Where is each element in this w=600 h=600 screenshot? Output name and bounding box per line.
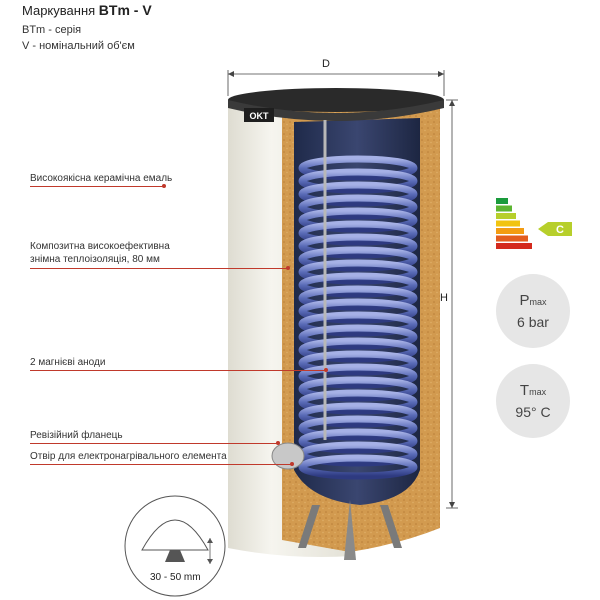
coil-turn (298, 337, 418, 363)
coil-turn (298, 168, 418, 194)
inspection-flange (271, 442, 305, 470)
energy-class-letter: C (556, 224, 564, 236)
coil-turn (298, 363, 418, 389)
tank-lid (228, 88, 444, 112)
pressure-value: 6 bar (517, 313, 549, 330)
coil-turn (298, 272, 418, 298)
coil-turn (298, 259, 418, 285)
feet-detail (124, 495, 226, 597)
energy-bar (496, 213, 516, 219)
energy-bar (496, 198, 508, 204)
height-dimension-label: H (440, 292, 448, 304)
coil-turn (298, 207, 418, 233)
callout-heater-opening: Отвір для електронагрівального елемента (30, 451, 227, 462)
energy-bar (496, 243, 532, 249)
callout-enamel: Високоякісна керамічна емаль (30, 173, 173, 184)
coil-turn (298, 194, 418, 220)
coil-turn (298, 376, 418, 402)
coil-turn (298, 324, 418, 350)
feet-range-label: 30 - 50 mm (150, 572, 201, 583)
volume-description: V - номінальний об'єм (22, 40, 135, 52)
energy-bar (496, 205, 512, 212)
coil-turn (298, 298, 418, 324)
energy-class-badge (538, 222, 572, 236)
pressure-sub: max (529, 296, 547, 307)
coil-turn (298, 428, 418, 454)
coil-turn (298, 233, 418, 259)
coil-turn (298, 389, 418, 415)
heat-exchanger-coil (298, 155, 418, 480)
pressure-symbol: P (519, 291, 530, 309)
energy-class-scale: C (496, 198, 572, 249)
coil-turn (298, 402, 418, 428)
page-title: Маркування BTm - V (22, 2, 152, 18)
coil-turn (298, 181, 418, 207)
energy-bar (496, 220, 520, 227)
coil-turn (298, 350, 418, 376)
width-dimension-label: D (322, 58, 330, 70)
coil-turn (298, 311, 418, 337)
coil-turn (298, 285, 418, 311)
callout-anodes: 2 магнієві аноди (30, 357, 106, 368)
title-code: BTm - V (98, 2, 152, 18)
temperature-symbol: T (519, 381, 530, 399)
coil-turn (298, 155, 418, 181)
coil-turn (298, 415, 418, 441)
energy-bar (496, 228, 524, 234)
energy-bar (496, 235, 528, 242)
logo-plate (244, 108, 274, 122)
temperature-spec: Tmax 95° C (496, 364, 570, 438)
callout-insulation: Композитна високоефективна знімна теплоі… (30, 241, 170, 265)
callout-flange: Ревізійний фланець (30, 430, 123, 441)
brand-logo: OKT (250, 111, 270, 121)
temperature-value: 95° C (515, 403, 551, 420)
coil-turn (298, 246, 418, 272)
coil-turn (298, 454, 418, 480)
coil-turn (298, 220, 418, 246)
title-prefix: Маркування (22, 3, 96, 18)
temperature-sub: max (529, 386, 547, 397)
series-description: BTm - серія (22, 24, 82, 36)
pressure-spec: Pmax 6 bar (496, 274, 570, 348)
